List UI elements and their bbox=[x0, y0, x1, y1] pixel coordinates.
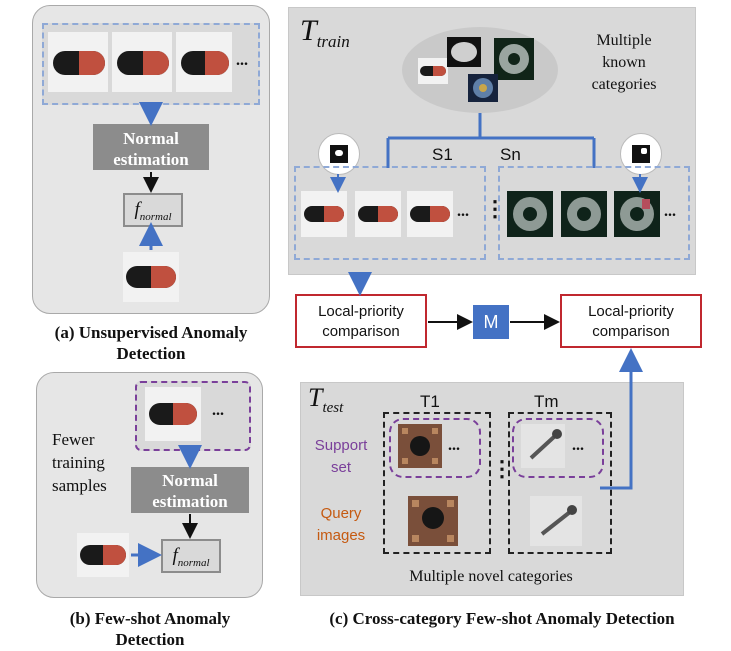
capsule-image bbox=[145, 387, 201, 441]
s1-support-group bbox=[294, 166, 486, 260]
train-t: T bbox=[300, 14, 317, 47]
ellipsis: ... bbox=[236, 52, 248, 69]
caption-b-line1: (b) Few-shot Anomaly bbox=[69, 609, 231, 628]
tm-label: Tm bbox=[534, 392, 559, 411]
vertical-dots: ⋮ bbox=[491, 456, 513, 481]
capsule-image bbox=[418, 58, 448, 84]
novel-categories-label: Multiple novel categories bbox=[409, 568, 573, 585]
train-subscript: train bbox=[316, 32, 350, 51]
capsule-test-image bbox=[123, 252, 179, 302]
tm-support-set bbox=[512, 418, 604, 478]
capsule-image bbox=[48, 32, 108, 92]
f-subscript: normal bbox=[177, 556, 210, 569]
metal-nut-image bbox=[507, 191, 553, 237]
caption-c: (c) Cross-category Few-shot Anomaly Dete… bbox=[329, 609, 675, 628]
known-line1: Multiple bbox=[596, 32, 652, 49]
tile-query-image bbox=[408, 496, 458, 546]
query-line2: images bbox=[316, 527, 366, 544]
left-compare-line1: Local-priority bbox=[318, 303, 404, 320]
tm-category-group bbox=[508, 412, 612, 554]
left-compare-line2: comparison bbox=[322, 323, 400, 340]
support-line1: Support bbox=[314, 437, 368, 454]
fewer-line3: samples bbox=[52, 476, 107, 495]
screw-query-image bbox=[530, 496, 582, 546]
fewer-line1: Fewer bbox=[52, 430, 95, 449]
ellipsis: ... bbox=[448, 437, 460, 454]
f-normal-box: fnormal bbox=[123, 193, 183, 227]
metal-nut-image bbox=[494, 38, 534, 80]
connector bbox=[600, 348, 643, 490]
support-set-label: Support set bbox=[306, 435, 376, 479]
f-symbol: f bbox=[134, 199, 140, 220]
vertical-dots: ⋮ bbox=[484, 196, 506, 221]
f-normal-box: fnormal bbox=[161, 539, 221, 573]
sn-label: Sn bbox=[500, 145, 521, 164]
local-priority-comparison-left: Local-priority comparison bbox=[295, 294, 427, 348]
train-symbol: Ttrain bbox=[300, 14, 350, 52]
known-line2: known bbox=[602, 54, 646, 71]
normal-estimation-box: Normal estimation bbox=[131, 467, 249, 513]
t1-support-set bbox=[389, 418, 481, 478]
caption-a-line1: (a) Unsupervised Anomaly bbox=[54, 323, 248, 342]
t1-category-group bbox=[383, 412, 491, 554]
mask-icon bbox=[620, 133, 662, 175]
test-subscript: test bbox=[322, 400, 344, 417]
normal-estimation-box: Normal estimation bbox=[93, 124, 209, 170]
f-symbol: f bbox=[172, 545, 178, 566]
local-priority-comparison-right: Local-priority comparison bbox=[560, 294, 702, 348]
ellipsis: ... bbox=[572, 437, 584, 454]
known-categories-label: Multiple known categories bbox=[566, 30, 682, 96]
query-images-label: Query images bbox=[306, 503, 376, 547]
m-module: M bbox=[473, 305, 509, 339]
screw-image bbox=[521, 424, 565, 468]
ellipsis: ... bbox=[664, 203, 676, 220]
s1-label: S1 bbox=[432, 145, 453, 164]
f-subscript: normal bbox=[139, 210, 172, 223]
right-compare-line1: Local-priority bbox=[588, 303, 674, 320]
ellipsis: ... bbox=[212, 402, 224, 419]
t1-label: T1 bbox=[420, 392, 440, 411]
fewer-samples-text: Fewer training samples bbox=[52, 428, 132, 497]
ellipsis: ... bbox=[457, 203, 469, 220]
capsule-image bbox=[112, 32, 172, 92]
caption-a-line2: Detection bbox=[116, 344, 186, 363]
tile-image bbox=[398, 424, 442, 468]
normal-estimation-label: Normal estimation bbox=[113, 129, 189, 169]
test-symbol: Ttest bbox=[308, 383, 343, 417]
capsule-image bbox=[301, 191, 347, 237]
metal-nut-image bbox=[561, 191, 607, 237]
normal-estimation-label: Normal estimation bbox=[152, 471, 228, 511]
known-line3: categories bbox=[591, 76, 657, 93]
metal-nut-image bbox=[614, 191, 660, 237]
query-line1: Query bbox=[320, 505, 362, 522]
mask-icon bbox=[318, 133, 360, 175]
test-panel bbox=[300, 382, 684, 596]
right-compare-line2: comparison bbox=[592, 323, 670, 340]
caption-a: (a) Unsupervised Anomaly Detection bbox=[20, 322, 282, 364]
fewer-line2: training bbox=[52, 453, 105, 472]
capsule-image bbox=[176, 32, 232, 92]
capsule-test-image bbox=[77, 533, 129, 577]
capsule-image bbox=[355, 191, 401, 237]
capsule-image bbox=[407, 191, 453, 237]
support-line2: set bbox=[330, 459, 351, 476]
test-t: T bbox=[308, 383, 323, 412]
caption-b: (b) Few-shot Anomaly Detection bbox=[20, 608, 280, 650]
hazelnut-image bbox=[447, 37, 481, 67]
caption-b-line2: Detection bbox=[115, 630, 185, 649]
screw-bag-image bbox=[468, 74, 498, 102]
